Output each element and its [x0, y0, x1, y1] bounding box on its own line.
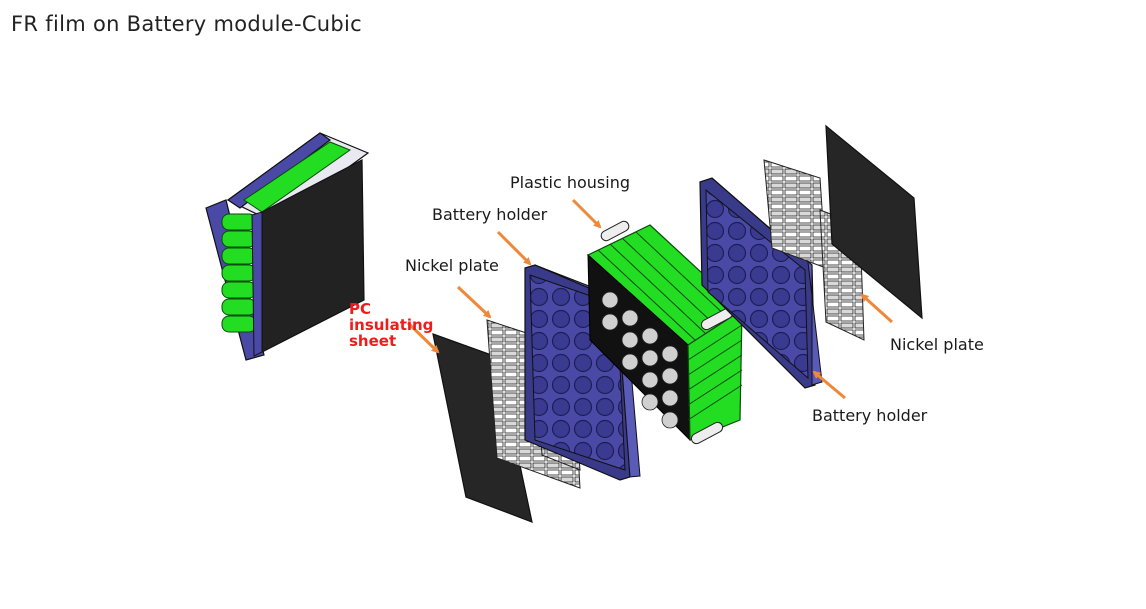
label-nickel-plate-left: Nickel plate	[405, 256, 499, 275]
arrow-pc-insulating-sheet	[406, 321, 440, 354]
arrow-nickel-plate-left	[456, 285, 492, 319]
arrow-battery-holder-left	[496, 230, 532, 266]
label-plastic-housing: Plastic housing	[510, 173, 630, 192]
arrow-battery-holder-right	[812, 370, 846, 400]
pc-insulating-sheet-panel	[432, 333, 533, 523]
label-battery-holder-right: Battery holder	[812, 406, 928, 425]
cell-block	[586, 220, 743, 445]
rear-insulating-sheet	[825, 124, 923, 320]
assembled-module	[205, 132, 370, 361]
label-battery-holder-left: Battery holder	[432, 205, 548, 224]
arrow-nickel-plate-right	[860, 293, 894, 324]
assembled-cells	[221, 141, 352, 333]
label-nickel-plate-right: Nickel plate	[890, 335, 984, 354]
arrow-plastic-housing	[571, 198, 602, 229]
slide-title: FR film on Battery module-Cubic	[11, 12, 363, 36]
label-pc-insulating-sheet: PC insulating sheet	[349, 300, 434, 350]
